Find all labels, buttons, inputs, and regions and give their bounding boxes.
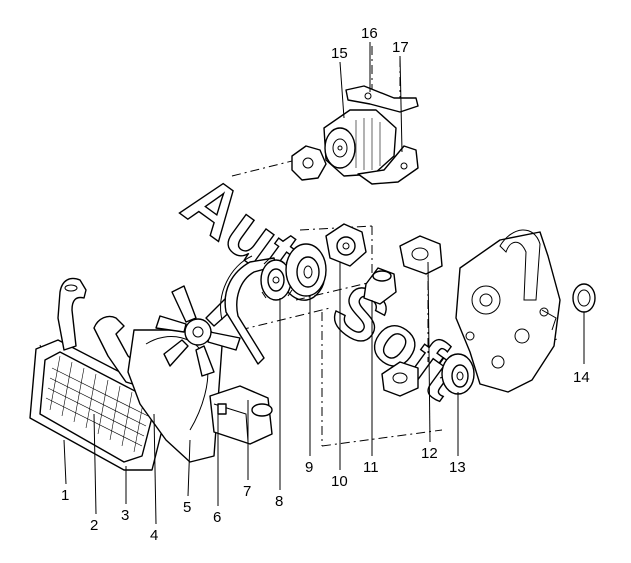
callout-13: 13 (449, 459, 466, 476)
callout-15: 15 (331, 45, 348, 62)
upper-hose (57, 277, 87, 351)
oil-seal (572, 283, 596, 313)
callout-17: 17 (392, 39, 409, 56)
callout-14: 14 (573, 369, 590, 386)
drive-belt (220, 255, 277, 365)
leader-lines (63, 42, 585, 525)
callout-labels: 1 2 3 4 5 6 7 8 9 10 11 12 13 14 15 16 1… (61, 25, 590, 544)
radiator (29, 339, 171, 471)
alternator-upper-bracket (345, 85, 419, 113)
pump-pulley (285, 243, 327, 297)
callout-4: 4 (150, 527, 158, 544)
alternator-lower-bracket (357, 145, 419, 185)
callout-5: 5 (183, 499, 191, 516)
fan-pulley (260, 257, 293, 301)
engine-mount (381, 235, 443, 397)
expansion-tank (209, 385, 273, 445)
cooling-fan (155, 285, 241, 377)
callout-6: 6 (213, 509, 221, 526)
callout-11: 11 (363, 459, 379, 476)
water-pump (325, 223, 367, 267)
callout-9: 9 (305, 459, 313, 476)
callout-3: 3 (121, 507, 129, 524)
callout-16: 16 (361, 25, 378, 42)
alternator-pulley (291, 145, 327, 181)
crank-pulley (441, 353, 475, 395)
callout-2: 2 (90, 517, 98, 534)
callout-10: 10 (331, 473, 348, 490)
alternator (323, 109, 397, 177)
timing-cover (455, 229, 561, 393)
thermostat-housing (363, 267, 397, 305)
callout-8: 8 (275, 493, 283, 510)
callout-12: 12 (421, 445, 438, 462)
callout-7: 7 (243, 483, 251, 500)
callout-1: 1 (61, 487, 69, 504)
